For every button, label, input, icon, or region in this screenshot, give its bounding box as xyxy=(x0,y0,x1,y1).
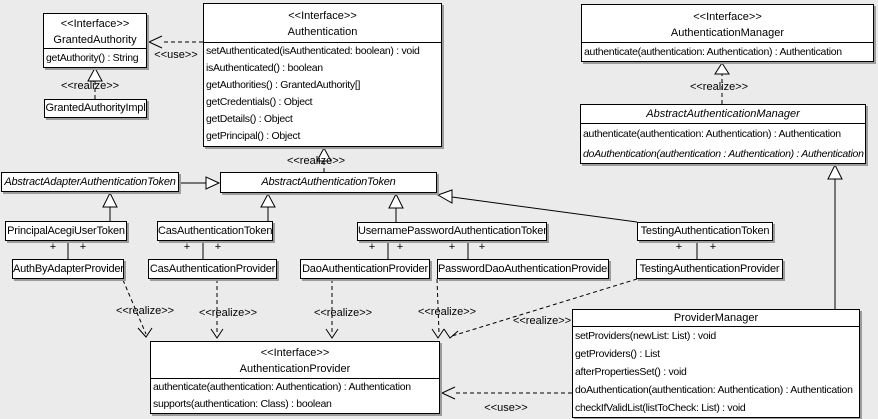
realize-abstractmanager-authenticationmanager xyxy=(714,62,730,104)
class-method: checkIfValidList(listToCheck: List) : vo… xyxy=(575,402,746,414)
realize-label: <<realize>> xyxy=(115,305,175,317)
class-name: AbstractAuthenticationManager xyxy=(581,105,865,124)
class-name: AuthenticationProvider xyxy=(239,363,351,375)
generalization-cas-token xyxy=(260,192,276,221)
multiplicity-plus-label: + xyxy=(214,241,222,253)
class-header: <<Interface>> Authentication xyxy=(204,4,441,43)
multiplicity-plus-label: + xyxy=(79,241,87,253)
class-cas-authentication-provider: CasAuthenticationProvider xyxy=(148,259,277,279)
class-name: GrantedAuthority xyxy=(53,34,137,46)
class-abstract-authentication-manager: AbstractAuthenticationManager authentica… xyxy=(580,104,866,164)
use-label: <<use>> xyxy=(154,49,198,61)
realize-testing-provider xyxy=(443,278,638,339)
class-username-password-authentication-token: UsernamePasswordAuthenticationToken xyxy=(357,222,547,241)
class-cas-authentication-token: CasAuthenticationToken xyxy=(157,221,273,241)
class-header: <<Interface>> GrantedAuthority xyxy=(44,14,146,49)
generalization-principal-token xyxy=(102,191,118,221)
realize-label: <<realize>> xyxy=(512,315,572,327)
realize-label: <<realize>> xyxy=(286,155,346,167)
realize-abstracttoken-authentication xyxy=(316,146,332,172)
interface-stereotype: <<Interface>> xyxy=(260,347,330,359)
realize-authbyadapter-provider xyxy=(122,279,153,338)
class-name: UsernamePasswordAuthenticationToken xyxy=(358,225,547,237)
class-authentication-provider: <<Interface>> AuthenticationProvider aut… xyxy=(150,341,440,414)
class-provider-manager: ProviderManager setProviders(newList: Li… xyxy=(572,309,860,418)
interface-stereotype: <<Interface>> xyxy=(288,10,357,22)
use-providermanager-authenticationprovider xyxy=(440,386,572,400)
use-authentication-grantedauthority xyxy=(147,35,203,49)
class-dao-authentication-provider: DaoAuthenticationProvider xyxy=(300,259,430,279)
class-granted-authority-impl: GrantedAuthorityImpl xyxy=(44,99,147,118)
class-method: getCredentials() : Object xyxy=(206,96,313,108)
class-method: authenticate(authentication: Authenticat… xyxy=(584,46,842,58)
generalization-adapter-token-to-token xyxy=(179,176,221,190)
class-name: PasswordDaoAuthenticationProvider xyxy=(438,263,609,275)
multiplicity-plus-label: + xyxy=(448,241,456,253)
multiplicity-plus-label: + xyxy=(368,241,376,253)
class-method: doAuthentication(authentication : Authen… xyxy=(583,148,864,160)
class-method: getAuthorities() : GrantedAuthority[] xyxy=(206,79,361,91)
class-password-dao-authentication-provider: PasswordDaoAuthenticationProvider xyxy=(437,259,609,279)
class-granted-authority: <<Interface>> GrantedAuthority getAuthor… xyxy=(43,13,147,68)
class-principal-acegi-user-token: PrincipalAcegiUserToken xyxy=(5,221,127,241)
class-authentication-manager: <<Interface>> AuthenticationManager auth… xyxy=(581,4,874,62)
multiplicity-plus-label: + xyxy=(49,241,57,253)
class-method: getPrincipal() : Object xyxy=(206,130,301,142)
class-method: getDetails() : Object xyxy=(206,113,293,125)
class-auth-by-adapter-provider: AuthByAdapterProvider xyxy=(12,259,124,279)
class-name: AuthByAdapterProvider xyxy=(13,263,124,275)
class-name: PrincipalAcegiUserToken xyxy=(7,225,125,237)
class-method: isAuthenticated() : boolean xyxy=(206,62,323,74)
multiplicity-plus-label: + xyxy=(675,241,683,253)
class-name: TestingAuthenticationToken xyxy=(640,225,770,237)
class-name: CasAuthenticationToken xyxy=(158,225,273,237)
realize-passworddao-provider xyxy=(431,278,445,339)
class-header: <<Interface>> AuthenticationManager xyxy=(582,5,873,43)
interface-stereotype: <<Interface>> xyxy=(693,11,762,23)
class-header: <<Interface>> AuthenticationProvider xyxy=(151,342,439,379)
class-testing-authentication-provider: TestingAuthenticationProvider xyxy=(636,259,783,279)
use-label: <<use>> xyxy=(484,402,528,414)
multiplicity-plus-label: + xyxy=(183,241,191,253)
class-method: setProviders(newList: List) : void xyxy=(575,330,716,342)
class-method: doAuthentication(authentication: Authent… xyxy=(575,384,853,396)
class-name: ProviderManager xyxy=(573,310,859,327)
realize-cas-provider xyxy=(210,279,224,339)
class-name: DaoAuthenticationProvider xyxy=(302,263,428,275)
multiplicity-plus-label: + xyxy=(709,241,717,253)
realize-label: <<realize>> xyxy=(689,81,749,93)
class-abstract-adapter-authentication-token: AbstractAdapterAuthenticationToken xyxy=(1,172,179,192)
class-name: Authentication xyxy=(287,26,358,38)
interface-stereotype: <<Interface>> xyxy=(60,18,130,30)
multiplicity-plus-label: + xyxy=(478,241,486,253)
class-method: supports(authentication: Class) : boolea… xyxy=(153,398,332,410)
generalization-testing-token xyxy=(436,189,638,223)
class-method: authenticate(authentication: Authenticat… xyxy=(153,381,411,393)
class-method: afterPropertiesSet() : void xyxy=(575,366,687,378)
realize-label: <<realize>> xyxy=(417,306,477,318)
generalization-username-token xyxy=(388,192,404,222)
multiplicity-plus-label: + xyxy=(396,241,404,253)
class-name: TestingAuthenticationProvider xyxy=(639,263,780,275)
realize-grantedauthorityimpl xyxy=(87,66,103,99)
realize-label: <<realize>> xyxy=(60,80,120,92)
class-name: CasAuthenticationProvider xyxy=(149,263,276,275)
class-method: getProviders() : List xyxy=(575,348,660,360)
class-authentication: <<Interface>> Authentication setAuthenti… xyxy=(203,3,442,147)
class-method: setAuthenticated(isAuthenticated: boolea… xyxy=(206,45,420,57)
class-abstract-authentication-token: AbstractAuthenticationToken xyxy=(220,172,437,193)
generalization-provider-manager xyxy=(827,163,843,309)
realize-label: <<realize>> xyxy=(198,307,258,319)
realize-dao-provider xyxy=(325,279,339,339)
class-method: authenticate(authentication: Authenticat… xyxy=(583,128,841,140)
class-method: getAuthority() : String xyxy=(46,52,139,64)
class-name: AbstractAdapterAuthenticationToken xyxy=(4,176,176,188)
class-testing-authentication-token: TestingAuthenticationToken xyxy=(637,222,773,241)
class-name: AbstractAuthenticationToken xyxy=(261,176,396,188)
class-name: GrantedAuthorityImpl xyxy=(45,102,146,114)
class-name: AuthenticationManager xyxy=(670,27,785,39)
realize-label: <<realize>> xyxy=(313,307,373,319)
